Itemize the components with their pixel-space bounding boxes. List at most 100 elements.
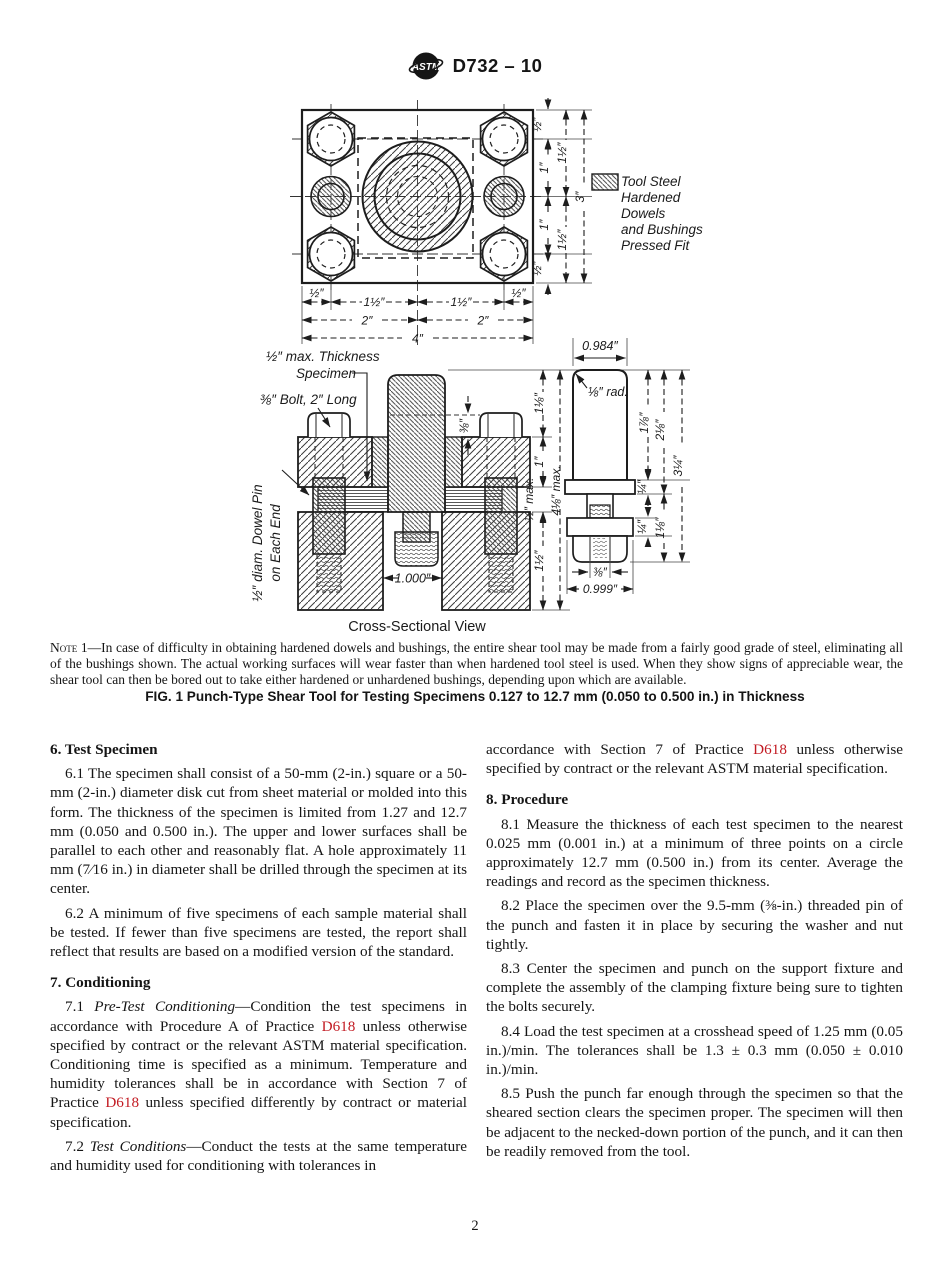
dim-label: 2″ [361, 314, 374, 328]
dim-label: 1½″ [532, 550, 546, 572]
dim-label: 1″ [532, 456, 546, 468]
italic-term: Test Conditions [89, 1137, 187, 1155]
cross-section-dims [464, 369, 564, 611]
punch-detail: 0.984″ ⅛″ rad. [564, 338, 690, 596]
text-run: unless otherwise specified by contract o… [486, 741, 903, 778]
dim-label: 1½″ [451, 295, 473, 309]
text-run: 6.1 The specimen shall consist of a 50-m… [50, 765, 467, 898]
bushing [444, 436, 463, 488]
cross-section-caption: Cross-Sectional View [348, 619, 486, 635]
legend-line: Hardened [621, 190, 681, 205]
paragraph: 8.2 Place the specimen over the 9.5-mm (… [486, 896, 903, 954]
right-column: accordance with Section 7 of Practice D6… [486, 740, 903, 1175]
paragraph: 6.2 A minimum of five specimens of each … [50, 904, 467, 962]
dim-label: 3¼″ [671, 455, 685, 477]
paragraph: 8.4 Load the test specimen at a crosshea… [486, 1022, 903, 1080]
paragraph: 7.1 Pre-Test Conditioning—Condition the … [50, 997, 467, 1131]
dim-label: ¼″ [635, 479, 649, 494]
text-run: unless otherwise specified by contract o… [50, 1017, 468, 1112]
text-run: 7.1 [65, 998, 95, 1016]
text-run: 6.2 A minimum of five specimens of each … [50, 904, 467, 961]
dim-label: 1″ [537, 219, 551, 231]
washer [566, 517, 634, 537]
legend-swatch [591, 173, 619, 191]
top-view-bottom-dims [301, 298, 534, 342]
dim-label: 4″ [412, 332, 424, 346]
punch-nut [394, 531, 439, 567]
paragraph: accordance with Section 7 of Practice D6… [486, 740, 903, 778]
figure-legend: Tool Steel Hardened Dowels and Bushings … [591, 173, 703, 253]
practice-link[interactable]: D618 [321, 1017, 356, 1035]
dim-label: ⅜″ [593, 567, 608, 579]
legend-line: Tool Steel [621, 174, 682, 189]
dim-label: 1½″ [555, 142, 569, 164]
legend-line: Dowels [621, 206, 666, 221]
tool-plate-outline [300, 108, 535, 285]
thickness-label: ½″ max. Thickness [266, 349, 380, 364]
practice-link[interactable]: D618 [105, 1094, 140, 1112]
dim-label: 1⅛″ [653, 517, 667, 539]
section-heading: 7. Conditioning [50, 974, 151, 992]
cross-section-view: ½″ max. Thickness Specimen ⅜″ Bolt, 2″ L… [250, 349, 690, 635]
note-text: In case of difficulty in obtaining harde… [50, 640, 903, 687]
punch-body [572, 369, 628, 481]
radius-label: ⅛″ rad. [588, 385, 628, 399]
note-label: Note 1— [50, 640, 102, 655]
dim-label: 0.999″ [583, 582, 618, 596]
astm-logo: ASTM [408, 52, 443, 80]
dowel-pin-label: ½″ diam. Dowel Pin [250, 484, 265, 601]
text-run: —Condition the test specimens in accorda… [50, 998, 468, 1035]
dim-label: ¼″ [635, 519, 649, 534]
hex-bolt [479, 111, 529, 167]
text-run: 8.2 Place the specimen over the 9.5-mm (… [486, 897, 903, 953]
dowel-holes [310, 175, 525, 218]
legend-line: and Bushings [621, 222, 703, 237]
dim-label: ⅜″ [457, 418, 471, 433]
bore-dim: 1.000″ [383, 572, 442, 586]
text-run: 8.5 Push the punch far enough through th… [486, 1085, 903, 1160]
paragraph: 7.2 Test Conditions—Conduct the tests at… [50, 1137, 467, 1175]
paragraph: 8.3 Center the specimen and punch on the… [486, 959, 903, 1017]
dowel-pins [312, 477, 518, 593]
page-number: 2 [471, 1218, 479, 1234]
bolt-label: ⅜″ Bolt, 2″ Long [260, 392, 357, 407]
hex-bolt [479, 226, 529, 282]
page-header: ASTM D732 – 10 [0, 50, 950, 82]
hex-bolt [306, 226, 356, 282]
body-columns: 6. Test Specimen 6.1 The specimen shall c… [50, 740, 903, 1175]
hex-bolt [306, 111, 356, 167]
figure-1-drawing: ½″ 1½″ 1½″ ½″ 2″ 2″ 4″ [250, 98, 703, 635]
dowel-pin-label: on Each End [268, 504, 283, 582]
paragraph: 6.1 The specimen shall consist of a 50-m… [50, 764, 467, 898]
paragraph: 8.5 Push the punch far enough through th… [486, 1084, 903, 1161]
dim-label: 1.000″ [395, 572, 431, 586]
text-run: accordance with Section 7 of Practice [486, 741, 754, 758]
document-code: D732 – 10 [452, 55, 543, 76]
specimen-label: Specimen [296, 366, 356, 381]
dim-label: 2″ [477, 314, 490, 328]
dowel [310, 175, 352, 218]
left-column: 6. Test Specimen 6.1 The specimen shall c… [50, 740, 467, 1175]
dim-label: 2⅛″ [653, 419, 667, 442]
text-run: 8.4 Load the test specimen at a crosshea… [486, 1022, 903, 1079]
practice-link[interactable]: D618 [753, 741, 787, 758]
figure-note: Note 1—In case of difficulty in obtainin… [50, 640, 903, 688]
dim-label: 4⅛″ max. [549, 465, 563, 515]
punch-flange [564, 479, 636, 495]
text-run: —Conduct the tests at the same temperatu… [50, 1137, 468, 1175]
hex-bolts [306, 111, 529, 282]
dim-label: 1″ [537, 162, 551, 174]
text-run: 8.3 Center the specimen and punch on the… [486, 960, 903, 1016]
section-heading: 6. Test Specimen [50, 741, 158, 758]
astm-logo-text: ASTM [410, 62, 440, 73]
dim-label: 3″ [573, 191, 587, 203]
bushing [371, 436, 389, 488]
punch [387, 374, 446, 513]
dim-label: 1½″ [555, 229, 569, 251]
dowel [483, 175, 525, 218]
dim-label: ½″ [530, 261, 544, 276]
top-view: ½″ 1½″ 1½″ ½″ 2″ 2″ 4″ [290, 98, 592, 346]
dim-label: ½″ [511, 286, 526, 300]
dim-label: 1⅛″ [532, 392, 546, 414]
